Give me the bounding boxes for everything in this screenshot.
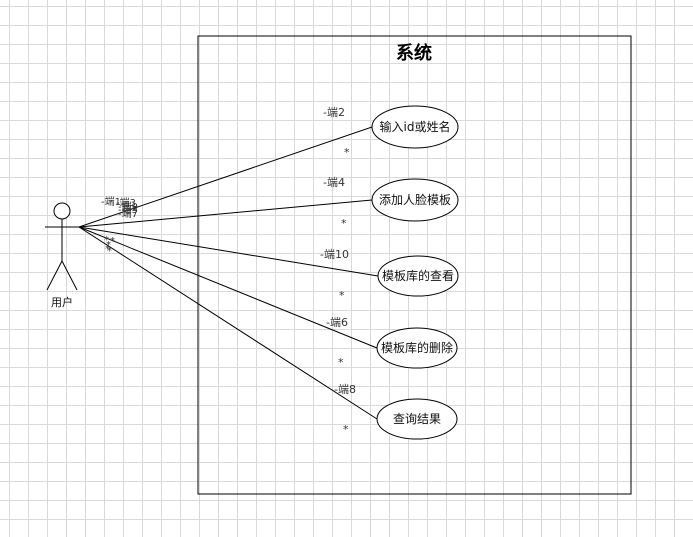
use-case-ellipse[interactable] xyxy=(376,327,458,369)
association-end-label: -端8 xyxy=(334,383,356,396)
system-title: 系统 xyxy=(396,42,432,64)
use-case-ellipse[interactable] xyxy=(376,398,458,440)
use-case[interactable]: 模板库的删除 xyxy=(376,327,458,369)
use-case-label: 模板库的查看 xyxy=(382,268,454,283)
association-line[interactable] xyxy=(78,199,373,228)
use-case[interactable]: 输入id或姓名 xyxy=(371,105,459,149)
multiplicity-label: * xyxy=(341,217,347,230)
actor-multiplicity-label: * xyxy=(105,244,110,255)
association-end-label: -端2 xyxy=(323,106,345,119)
actor-multiplicity-label: * xyxy=(107,246,112,257)
multiplicity-label: * xyxy=(344,146,350,159)
actor-end-label: -端5 xyxy=(118,203,138,216)
actor-leg-left xyxy=(46,260,63,291)
multiplicity-label: * xyxy=(339,289,345,302)
association-end-label: -端4 xyxy=(323,176,345,189)
actor-multiplicity-label: * xyxy=(104,235,109,246)
use-case-label: 输入id或姓名 xyxy=(380,119,451,134)
association-end-label: -端10 xyxy=(320,248,349,261)
actor-end-label: -端3 xyxy=(116,196,136,209)
actor-end-label: -端7 xyxy=(118,207,138,220)
association-line[interactable] xyxy=(78,226,378,349)
actor-name: 用户 xyxy=(51,295,73,309)
use-case-ellipse[interactable] xyxy=(371,178,459,222)
use-case[interactable]: 模板库的查看 xyxy=(377,255,459,297)
actor-leg-right xyxy=(61,260,78,291)
association-line[interactable] xyxy=(78,126,373,228)
use-case[interactable]: 添加人脸模板 xyxy=(371,178,459,222)
multiplicity-label: * xyxy=(338,356,344,369)
association-line[interactable] xyxy=(78,226,379,277)
use-case[interactable]: 查询结果 xyxy=(376,398,458,440)
actor-end-label: -端9 xyxy=(118,200,138,213)
association-end-label: -端6 xyxy=(326,316,348,329)
actor-figure[interactable] xyxy=(45,202,79,291)
actor-head xyxy=(53,202,71,220)
system-boundary xyxy=(197,35,632,495)
use-case-label: 查询结果 xyxy=(393,412,441,426)
actor-multiplicity-label: * xyxy=(106,240,111,251)
multiplicity-label: * xyxy=(343,423,349,436)
use-case-label: 添加人脸模板 xyxy=(379,193,451,207)
use-case-ellipse[interactable] xyxy=(371,105,459,149)
association-line[interactable] xyxy=(78,226,378,420)
use-case-label: 模板库的删除 xyxy=(381,340,453,355)
use-case-ellipse[interactable] xyxy=(377,255,459,297)
actor-end-label: -端1 xyxy=(101,195,121,208)
actor-multiplicity-label: * xyxy=(110,236,115,247)
